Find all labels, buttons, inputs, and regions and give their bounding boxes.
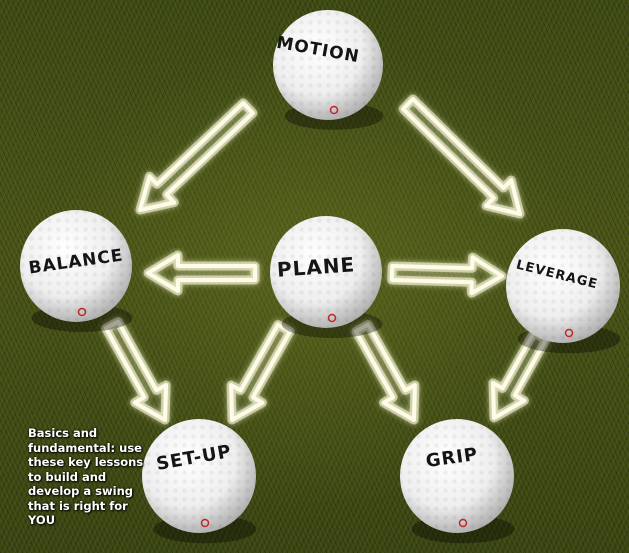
ball-logo-mark	[458, 518, 468, 528]
golf-ball-set-up	[142, 419, 257, 544]
ball-logo-mark	[327, 313, 337, 323]
golf-ball-balance	[20, 210, 133, 332]
arrow-plane-to-leverage	[387, 252, 507, 298]
ball-logo-mark	[329, 105, 339, 115]
caption-text: Basics and fundamental: use these key le…	[28, 426, 144, 527]
golf-ball-plane	[270, 216, 383, 338]
arrow-motion-to-balance	[135, 98, 258, 215]
golf-ball-motion	[273, 10, 384, 130]
arrow-plane-to-set-up	[226, 320, 295, 425]
ball-logo-mark	[564, 328, 574, 338]
arrow-leverage-to-grip	[488, 328, 551, 423]
arrow-motion-to-leverage	[398, 94, 525, 219]
arrow-plane-to-balance	[143, 250, 260, 296]
golf-ball-leverage	[506, 229, 621, 354]
arrow-balance-to-set-up	[101, 317, 171, 425]
ball-logo-mark	[200, 518, 210, 528]
arrow-plane-to-grip	[351, 320, 420, 425]
golf-ball-grip	[400, 419, 515, 544]
ball-logo-mark	[77, 307, 87, 317]
